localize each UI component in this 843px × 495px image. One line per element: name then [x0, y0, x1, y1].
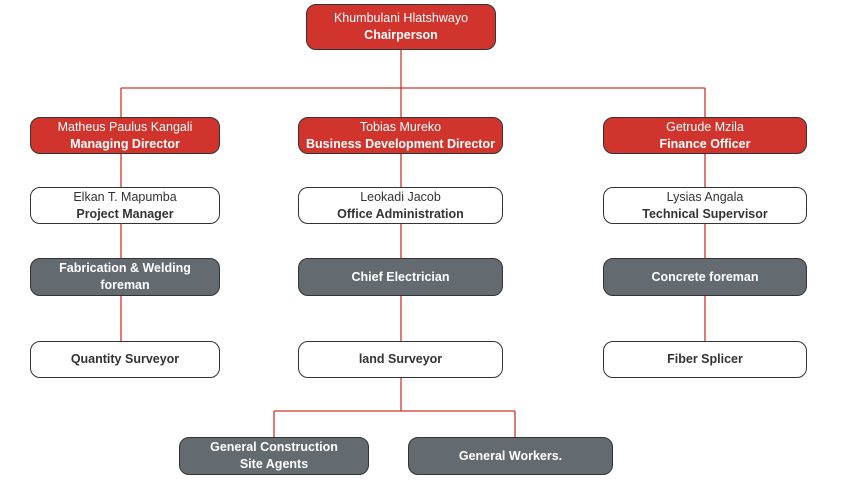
fiber-splicer-box: Fiber Splicer [603, 341, 807, 378]
project-manager-box: Elkan T. Mapumba Project Manager [30, 187, 220, 224]
director-title: Business Development Director [306, 136, 495, 151]
business-development-director-box: Tobias Mureko Business Development Direc… [298, 117, 503, 154]
staff-label: land Surveyor [358, 352, 443, 366]
manager-name: Lysias Angala [666, 189, 744, 204]
managing-director-box: Matheus Paulus Kangali Managing Director [30, 117, 220, 154]
foreman-label: Concrete foreman [651, 269, 759, 284]
manager-title: Technical Supervisor [642, 206, 768, 221]
general-workers-box: General Workers. [408, 437, 613, 475]
fabrication-welding-foreman-box: Fabrication & Welding foreman [30, 258, 220, 296]
director-title: Finance Officer [659, 136, 751, 151]
staff-label: Quantity Surveyor [70, 352, 180, 366]
staff-label: Fiber Splicer [667, 352, 743, 366]
chairperson-title: Chairperson [364, 28, 438, 42]
director-name: Getrude Mzila [666, 119, 744, 134]
manager-name: Elkan T. Mapumba [73, 189, 177, 204]
foreman-label-line2: foreman [100, 278, 150, 292]
technical-supervisor-box: Lysias Angala Technical Supervisor [603, 187, 807, 224]
manager-title: Office Administration [337, 206, 464, 221]
land-surveyor-box: land Surveyor [298, 341, 503, 378]
bottom-label-line2: Site Agents [239, 457, 309, 471]
concrete-foreman-box: Concrete foreman [603, 258, 807, 296]
director-title: Managing Director [70, 136, 180, 151]
bottom-label-line1: General Construction [210, 440, 338, 454]
foreman-label: Chief Electrician [351, 269, 450, 284]
finance-officer-box: Getrude Mzila Finance Officer [603, 117, 807, 154]
manager-title: Project Manager [76, 206, 174, 221]
manager-name: Leokadi Jacob [360, 189, 441, 204]
office-administration-box: Leokadi Jacob Office Administration [298, 187, 503, 224]
chief-electrician-box: Chief Electrician [298, 258, 503, 296]
bottom-label: General Workers. [458, 448, 563, 463]
foreman-label-line1: Fabrication & Welding [59, 261, 191, 275]
director-name: Tobias Mureko [359, 119, 442, 134]
director-name: Matheus Paulus Kangali [57, 119, 193, 134]
chairperson-name: Khumbulani Hlatshwayo [333, 11, 469, 25]
general-construction-site-agents-box: General Construction Site Agents [179, 437, 369, 475]
chairperson-box: Khumbulani Hlatshwayo Chairperson [306, 4, 496, 50]
quantity-surveyor-box: Quantity Surveyor [30, 341, 220, 378]
